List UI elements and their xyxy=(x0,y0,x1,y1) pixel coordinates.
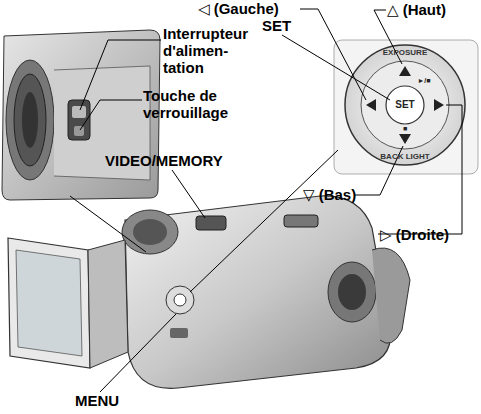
part-label: ▷ (Droite) xyxy=(380,226,449,243)
button-marking: SET xyxy=(395,100,414,110)
dial-marking: BACK LIGHT xyxy=(380,153,429,161)
part-label: △ (Haut) xyxy=(387,1,446,18)
control-dial xyxy=(334,40,478,174)
dial-symbol: ■ xyxy=(403,125,407,132)
part-label: Touche de verrouillage xyxy=(143,87,243,121)
part-label: ▽ (Bas) xyxy=(303,186,356,203)
inset-view xyxy=(2,30,160,200)
part-label: Interrupteur d'alimen- tation xyxy=(163,25,263,76)
part-label: ◁ (Gauche) xyxy=(198,0,279,17)
leader-lines xyxy=(70,9,462,392)
part-label: SET xyxy=(262,17,291,34)
dial-symbol: ►/■ xyxy=(417,77,430,84)
part-label: VIDEO/MEMORY xyxy=(105,152,223,169)
part-label: MENU xyxy=(75,392,119,409)
dial-marking: EXPOSURE xyxy=(383,49,427,57)
camcorder-body xyxy=(8,196,410,388)
